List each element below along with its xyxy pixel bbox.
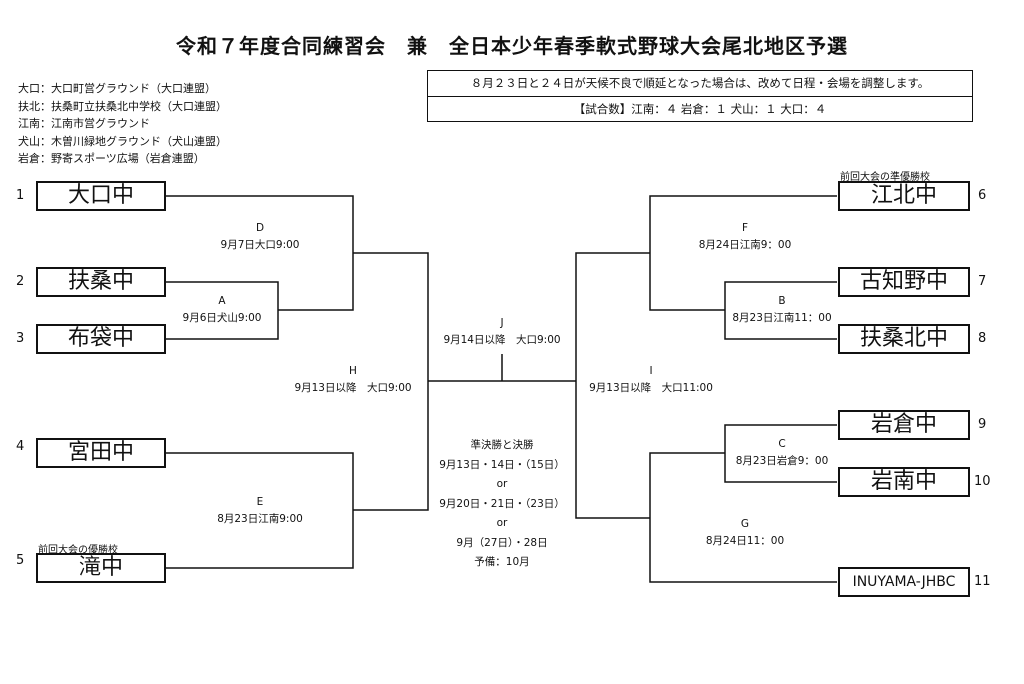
seed-number: 6 [978, 188, 987, 203]
schedule-line: or [496, 517, 508, 529]
team-box: 布袋中 [36, 324, 166, 354]
match-info: 9月13日以降 大口11:00 [589, 382, 713, 394]
match-e: E 8月23日江南9:00 [217, 494, 303, 528]
seed-number: 4 [16, 439, 25, 454]
seed-number: 11 [974, 574, 991, 589]
match-info: 8月24日江南9：00 [698, 239, 792, 251]
team-box: 扶桑北中 [838, 324, 970, 354]
match-info: 9月14日以降 大口9:00 [443, 334, 561, 346]
team-box: INUYAMA-JHBC [838, 567, 970, 597]
match-id: E [256, 496, 264, 508]
match-info: 8月23日江南9:00 [217, 513, 303, 525]
match-id: I [649, 365, 653, 377]
notice-game-count: 【試合数】江南：４ 岩倉：１ 犬山：１ 大口：４ [428, 96, 972, 122]
match-a: A 9月6日犬山9:00 [183, 293, 262, 327]
team-box: 岩南中 [838, 467, 970, 497]
bracket-line-i [575, 252, 650, 519]
seed-number: 5 [16, 553, 25, 568]
match-b: B 8月23日江南11：00 [732, 293, 831, 327]
match-id: B [778, 295, 786, 307]
seed-number: 10 [974, 474, 991, 489]
notice-box: ８月２３日と２４日が天候不良で順延となった場合は、改めて日程・会場を調整します。… [427, 70, 973, 122]
schedule-line: or [496, 478, 508, 490]
team-box: 古知野中 [838, 267, 970, 297]
match-id: H [349, 365, 357, 377]
team-note: 前回大会の準優勝校 [840, 172, 930, 183]
match-info: 9月6日犬山9:00 [182, 312, 262, 324]
match-d: D 9月7日大口9:00 [221, 220, 300, 254]
match-h: H 9月13日以降 大口9:00 [294, 363, 411, 397]
team-box: 滝中 [36, 553, 166, 583]
final-schedule: 準決勝と決勝 9月13日・14日・（15日） or 9月20日・21日・（23日… [439, 436, 565, 573]
match-info: 8月23日岩倉9：00 [735, 455, 829, 467]
team-box: 宮田中 [36, 438, 166, 468]
venue-item: 江南：江南市営グラウンド [18, 117, 150, 130]
match-info: 8月23日江南11：00 [732, 312, 832, 324]
schedule-line: 準決勝と決勝 [470, 439, 534, 451]
match-j: J 9月14日以降 大口9:00 [443, 315, 560, 349]
venue-item: 岩倉：野寄スポーツ広場（岩倉連盟） [18, 152, 205, 165]
seed-number: 3 [16, 331, 25, 346]
seed-number: 7 [978, 274, 987, 289]
page-title: 令和７年度合同練習会 兼 全日本少年春季軟式野球大会尾北地区予選 [176, 34, 848, 58]
notice-postpone: ８月２３日と２４日が天候不良で順延となった場合は、改めて日程・会場を調整します。 [470, 76, 930, 90]
match-i: I 9月13日以降 大口11:00 [589, 363, 713, 397]
schedule-line: 予備：10月 [474, 556, 530, 568]
match-id: G [740, 518, 750, 530]
schedule-line: 9月20日・21日・（23日） [439, 497, 565, 510]
seed-number: 8 [978, 331, 987, 346]
schedule-line: 9月13日・14日・（15日） [439, 458, 565, 471]
venue-item: 扶北：扶桑町立扶桑北中学校（大口連盟） [18, 99, 227, 113]
team-box: 大口中 [36, 181, 166, 211]
seed-number: 2 [16, 274, 25, 289]
venue-item: 大口：大口町営グラウンド（大口連盟） [18, 82, 216, 95]
match-id: A [218, 295, 226, 307]
schedule-line: 9月（27日）・28日 [456, 536, 548, 549]
team-box: 江北中 [838, 181, 970, 211]
match-g: G 8月24日11：00 [706, 516, 784, 550]
match-id: C [778, 438, 786, 450]
team-box: 岩倉中 [838, 410, 970, 440]
match-id: D [255, 222, 265, 234]
match-id: F [741, 222, 749, 234]
seed-number: 1 [16, 188, 25, 203]
venue-legend: 大口：大口町営グラウンド（大口連盟） 扶北：扶桑町立扶桑北中学校（大口連盟） 江… [18, 80, 227, 168]
match-f: F 8月24日江南9：00 [699, 220, 792, 254]
match-info: 9月7日大口9:00 [220, 239, 300, 251]
venue-item: 犬山：木曽川緑地グラウンド（犬山連盟） [18, 134, 227, 148]
match-id: J [500, 317, 504, 329]
team-note: 前回大会の優勝校 [38, 545, 118, 556]
match-c: C 8月23日岩倉9：00 [736, 436, 829, 470]
match-info: 8月24日11：00 [705, 535, 785, 547]
team-box: 扶桑中 [36, 267, 166, 297]
seed-number: 9 [978, 417, 987, 432]
match-info: 9月13日以降 大口9:00 [294, 382, 412, 394]
